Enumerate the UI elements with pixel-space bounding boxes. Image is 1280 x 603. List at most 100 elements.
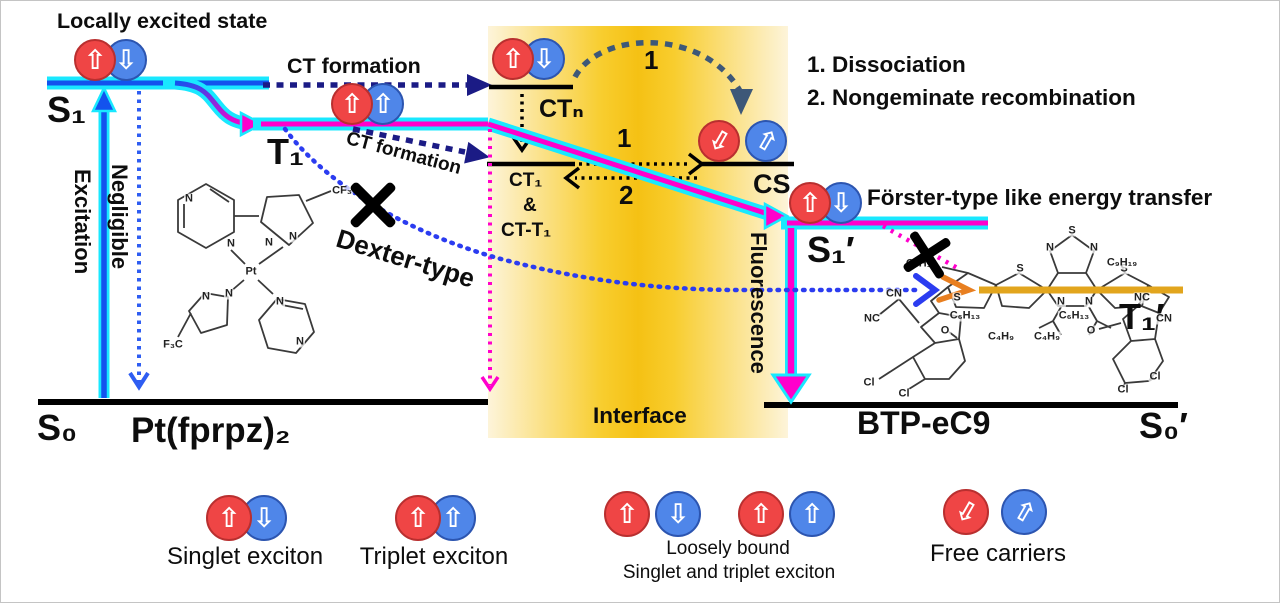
spin-up-icon: ⇧ [83,44,107,76]
spin-down-icon: ⇩ [114,44,138,76]
atom-label: N [201,290,211,303]
atom-label: N [1056,295,1066,308]
nongeminate-legend-label: 2. Nongeminate recombination [807,85,1136,110]
t1-label: T₁ [267,131,304,172]
legend-loosely-bound-label-2: Singlet and triplet exciton [622,562,836,583]
spin-up-icon: ⇧ [406,502,430,534]
spin-up-icon: ⇧ [749,498,773,530]
negligible-arrow [128,91,150,391]
free-electron-circle: ⇧ [745,120,787,162]
ctn-label: CTₙ [539,95,584,123]
legend-triplet-label: Triplet exciton [359,543,509,570]
ct-singlet-exciton-symbol: ⇧ ⇩ [492,38,565,80]
atom-label: CN [885,287,903,300]
free-carriers-symbol: ⇩ ⇧ [698,120,787,162]
spin-down-icon: ⇩ [532,43,556,75]
ct-formation-lower-label: CT formation [343,128,464,179]
atom-label: N [1089,241,1099,254]
fluorescence-label: Fluorescence [746,232,772,374]
legend-triplet-exciton-symbol: ⇧ ⇧ [395,495,476,541]
spin-up-icon: ⇧ [615,498,639,530]
step-2-label: 2 [619,180,634,210]
tilted-up-arrow-icon: ⇧ [748,121,784,161]
atom-label: S [952,291,962,304]
atom-label: O [1085,324,1097,337]
triplet-exciton-symbol: ⇧ ⇧ [331,83,404,125]
legend-loose-triplet-symbol: ⇧ ⇧ [738,491,835,537]
s0-label: S₀ [37,407,78,448]
atom-label: C₆H₁₃ [1057,309,1091,322]
ct-t1-label: CT-T₁ [501,220,552,241]
atom-label: O [939,324,951,337]
atom-label: N [288,230,298,243]
hole-circle: ⇧ [789,182,831,224]
atom-label: C₄H₉ [986,330,1016,343]
atom-label: NC [863,312,881,325]
tilted-down-arrow-icon: ⇩ [701,121,737,161]
atom-label: S [1067,224,1077,237]
dexter-type-label: Dexter-type [332,223,479,294]
s0-prime-label: S₀′ [1139,405,1188,446]
spin-down-icon: ⇩ [666,498,690,530]
singlet-exciton-symbol: ⇧ ⇩ [74,39,147,81]
dexter-blocked-cross-icon [347,179,399,231]
legend-free-carriers-label: Free carriers [929,540,1067,567]
atom-label: C₄H₉ [1032,330,1062,343]
s1-prime-label: S₁′ [807,229,855,270]
atom-label: F₃C [162,338,184,351]
atom-label: N [264,236,274,249]
atom-label: Cl [897,387,911,400]
atom-label: N [1045,241,1055,254]
forster-blocked-cross-icon [899,227,956,284]
legend-loose-singlet-symbol: ⇧ ⇩ [604,491,701,537]
tilted-up-arrow-icon: ⇧ [1006,492,1042,532]
negligible-label: Negligible [107,164,133,270]
hole-circle: ⇧ [395,495,441,541]
legend-singlet-exciton-symbol: ⇧ ⇩ [206,495,287,541]
pt-fprpz2-structure [177,183,332,354]
atom-label: N [224,287,234,300]
cs-label: CS [753,169,791,199]
spin-down-icon: ⇩ [829,187,853,219]
spin-up-icon: ⇧ [371,88,395,120]
atom-label: C₆H₁₃ [948,309,982,322]
locally-excited-label: Locally excited state [57,9,268,33]
hole-circle: ⇧ [738,491,784,537]
free-hole-circle: ⇩ [943,489,989,535]
spin-up-icon: ⇧ [441,502,465,534]
legend-singlet-label: Singlet exciton [166,543,324,570]
atom-label: N [275,295,285,308]
hole-circle: ⇧ [74,39,116,81]
atom-label: Pt [244,265,258,278]
free-electron-circle: ⇧ [1001,489,1047,535]
spin-up-icon: ⇧ [501,43,525,75]
step-1-label: 1 [617,123,632,153]
legend-loosely-bound-label-1: Loosely bound [666,538,790,559]
atom-label: C₉H₁₉ [1105,256,1139,269]
intersystem-crossing-path [174,76,265,138]
acceptor-singlet-exciton-symbol: ⇧ ⇩ [789,182,862,224]
atom-label: N [226,237,236,250]
atom-label: N [184,192,194,205]
dissociation-legend-label: 1. Dissociation [807,52,966,77]
spin-up-icon: ⇧ [798,187,822,219]
forster-type-label: Förster-type like energy transfer [867,185,1213,210]
hole-circle: ⇧ [492,38,534,80]
hole-circle: ⇧ [331,83,373,125]
atom-label: Cl [1148,370,1162,383]
donor-name-label: Pt(fprpz)₂ [131,411,291,450]
ct-formation-top-label: CT formation [287,54,421,78]
spin-up-icon: ⇧ [340,88,364,120]
hole-circle: ⇧ [206,495,252,541]
ampersand-label: & [523,195,537,216]
atom-label: Cl [862,376,876,389]
atom-label: Cl [1116,383,1130,396]
acceptor-name-label: BTP-eC9 [857,405,991,441]
legend-free-carriers-symbol: ⇩ ⇧ [943,489,1047,535]
atom-label: S [1119,262,1129,275]
excitation-label: Excitation [70,169,96,275]
free-hole-circle: ⇩ [698,120,740,162]
atom-label: S [1015,262,1025,275]
spin-up-icon: ⇧ [217,502,241,534]
